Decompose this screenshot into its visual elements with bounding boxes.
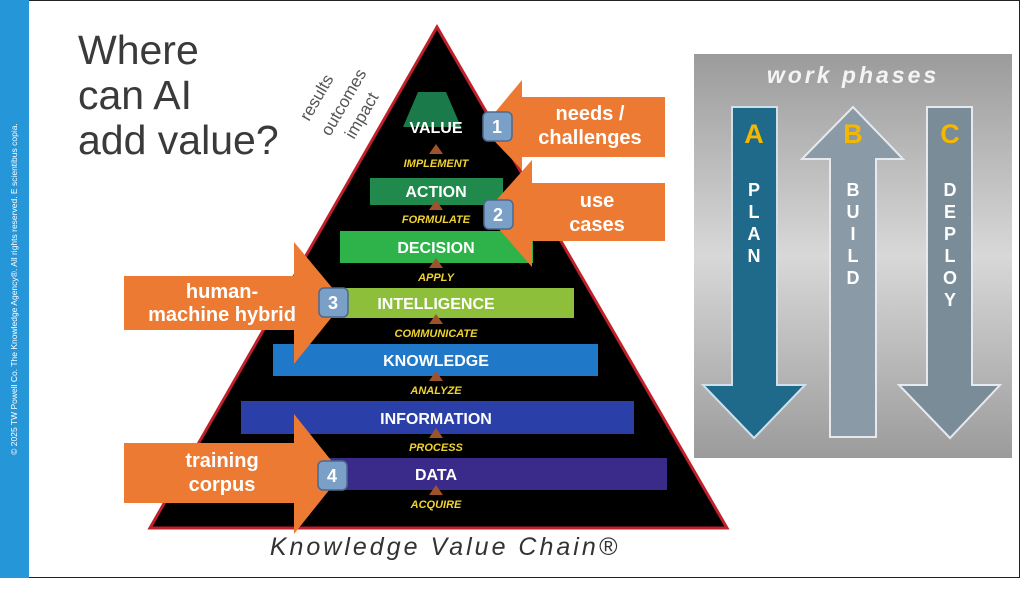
callout-arrow-4	[124, 414, 342, 534]
phase-word-letter: L	[848, 246, 859, 266]
verb-label: PROCESS	[409, 442, 463, 454]
flow-arrow	[429, 200, 443, 210]
phase-arrow-build	[799, 105, 906, 438]
flow-arrow	[429, 258, 443, 268]
copyright-sidebar: © 2025 TW Powell Co. The Knowledge Agenc…	[0, 0, 29, 578]
callout-text: human-	[186, 281, 258, 303]
flow-arrow	[429, 428, 443, 438]
callout-arrow-2	[485, 160, 665, 267]
verb-label: FORMULATE	[402, 214, 471, 226]
badge-2: 2	[483, 199, 514, 230]
title-line: Where	[78, 27, 199, 73]
callout-text: use	[580, 190, 614, 212]
main-title: Where can AI add value?	[78, 28, 279, 163]
verb-label: COMMUNICATE	[395, 328, 479, 340]
phase-word-letter: A	[748, 224, 761, 244]
phase-letter: A	[744, 119, 764, 149]
phase-word-letter: B	[847, 180, 860, 200]
phase-word-letter: I	[850, 224, 855, 244]
layer-label: VALUE	[409, 120, 462, 137]
callout-text: challenges	[538, 127, 641, 149]
badge-number: 1	[492, 117, 502, 137]
layer-label: ACTION	[405, 184, 466, 201]
layer-label: DATA	[415, 467, 458, 484]
phase-letter: C	[940, 119, 960, 149]
layer-bar-value	[403, 92, 461, 127]
flow-arrow	[429, 371, 443, 381]
layer-label: INFORMATION	[380, 411, 492, 428]
badge-number: 2	[493, 205, 503, 225]
chain-title: Knowledge Value Chain®	[269, 533, 621, 561]
phase-arrow-plan	[700, 106, 808, 440]
phase-word-letter: P	[748, 180, 760, 200]
phase-word-letter: E	[944, 202, 956, 222]
layer-bar-decision	[340, 231, 533, 263]
callout-text: machine hybrid	[148, 304, 296, 326]
callout-text: corpus	[189, 474, 256, 496]
phase-word-letter: D	[847, 268, 860, 288]
phase-word-letter: N	[748, 246, 761, 266]
phase-word-letter: L	[749, 202, 760, 222]
phase-word-letter: L	[945, 246, 956, 266]
phases-title: work phases	[766, 62, 940, 88]
phase-word-letter: P	[944, 224, 956, 244]
layer-bar-knowledge	[273, 344, 598, 376]
verb-label: ACQUIRE	[410, 499, 462, 511]
layer-label: INTELLIGENCE	[377, 296, 495, 313]
badge-number: 4	[327, 466, 337, 486]
layer-bar-action	[370, 178, 503, 205]
phase-word-letter: U	[847, 202, 860, 222]
verb-label: IMPLEMENT	[404, 158, 470, 170]
title-line: can AI	[78, 72, 192, 118]
badge-number: 3	[328, 293, 338, 313]
verb-label: APPLY	[417, 272, 456, 284]
badge-1: 1	[482, 111, 513, 142]
phase-letter: B	[843, 119, 863, 149]
verb-label: ANALYZE	[409, 385, 462, 397]
badge-4: 4	[317, 460, 348, 491]
phase-arrow-deploy	[896, 106, 1003, 440]
phase-word-letter: O	[943, 268, 957, 288]
phase-word-letter: Y	[944, 290, 956, 310]
callout-text: cases	[569, 214, 625, 236]
flow-arrow	[429, 485, 443, 495]
flow-arrow	[429, 314, 443, 324]
callout-text: training	[185, 450, 258, 472]
layer-label: DECISION	[397, 240, 474, 257]
callout-arrow-1	[482, 80, 665, 170]
callout-arrow-3	[124, 242, 344, 364]
flow-arrow	[429, 144, 443, 154]
layer-label: KNOWLEDGE	[383, 353, 489, 370]
title-line: add value?	[78, 117, 279, 163]
callout-text: needs /	[556, 103, 625, 125]
layer-bar-information	[241, 401, 634, 434]
badge-3: 3	[318, 287, 349, 318]
phase-word-letter: D	[944, 180, 957, 200]
